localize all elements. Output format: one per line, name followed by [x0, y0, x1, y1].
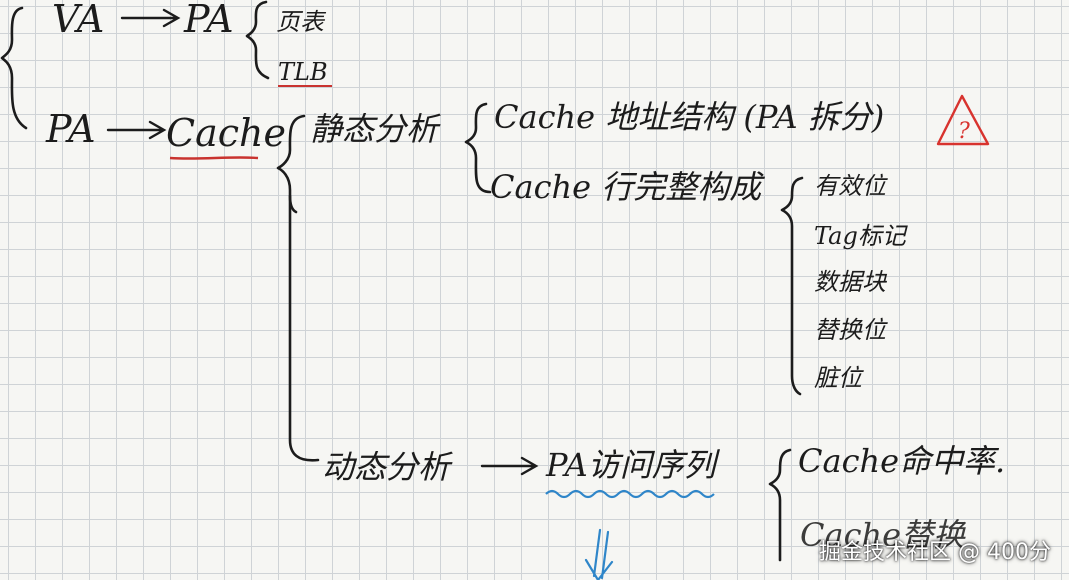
cache-line-structure-label: Cache 行完整构成: [490, 168, 765, 206]
pa-cache-arrow: [106, 120, 167, 140]
static-analysis-label: 静态分析: [310, 110, 441, 148]
va-label: VA: [52, 0, 104, 41]
result-brace: [768, 448, 792, 562]
svg-text:?: ?: [958, 119, 970, 144]
outer-brace: [0, 6, 28, 130]
tlb-label: TLB: [278, 58, 328, 86]
tag-marker-label: Tag标记: [814, 222, 909, 250]
cache-brace: [276, 114, 320, 462]
cache-address-structure-label: Cache 地址结构 (PA 拆分): [494, 98, 884, 136]
pa-access-sequence-label: PA访问序列: [545, 446, 721, 484]
dynamic-analysis-label: 动态分析: [322, 448, 453, 486]
pa-top-label: PA: [183, 0, 234, 41]
cache-underline: [169, 156, 259, 160]
valid-bit-label: 有效位: [814, 172, 888, 200]
line-components-brace: [780, 176, 804, 396]
cache-hit-rate-label: Cache命中率.: [798, 442, 1005, 480]
data-block-label: 数据块: [814, 268, 888, 296]
pa-top-brace: [245, 0, 270, 80]
va-pa-arrow: [120, 8, 181, 28]
watermark: 掘金技术社区 @ 400分: [819, 540, 1051, 565]
replace-bit-label: 替换位: [814, 316, 888, 344]
dirty-bit-label: 脏位: [814, 364, 864, 392]
cache-brace-tick: [288, 194, 298, 214]
pa-access-wavy-underline: [545, 489, 715, 499]
dynamic-arrow: [480, 456, 539, 476]
page-table-label: 页表: [276, 8, 327, 36]
pa-left-label: PA: [45, 107, 96, 151]
static-brace: [464, 102, 492, 194]
warning-triangle-icon: ?: [936, 94, 990, 146]
down-arrow-icon: [584, 528, 614, 580]
cache-label: Cache: [166, 111, 286, 155]
cache-replace-label: Cache替换: [800, 516, 967, 554]
